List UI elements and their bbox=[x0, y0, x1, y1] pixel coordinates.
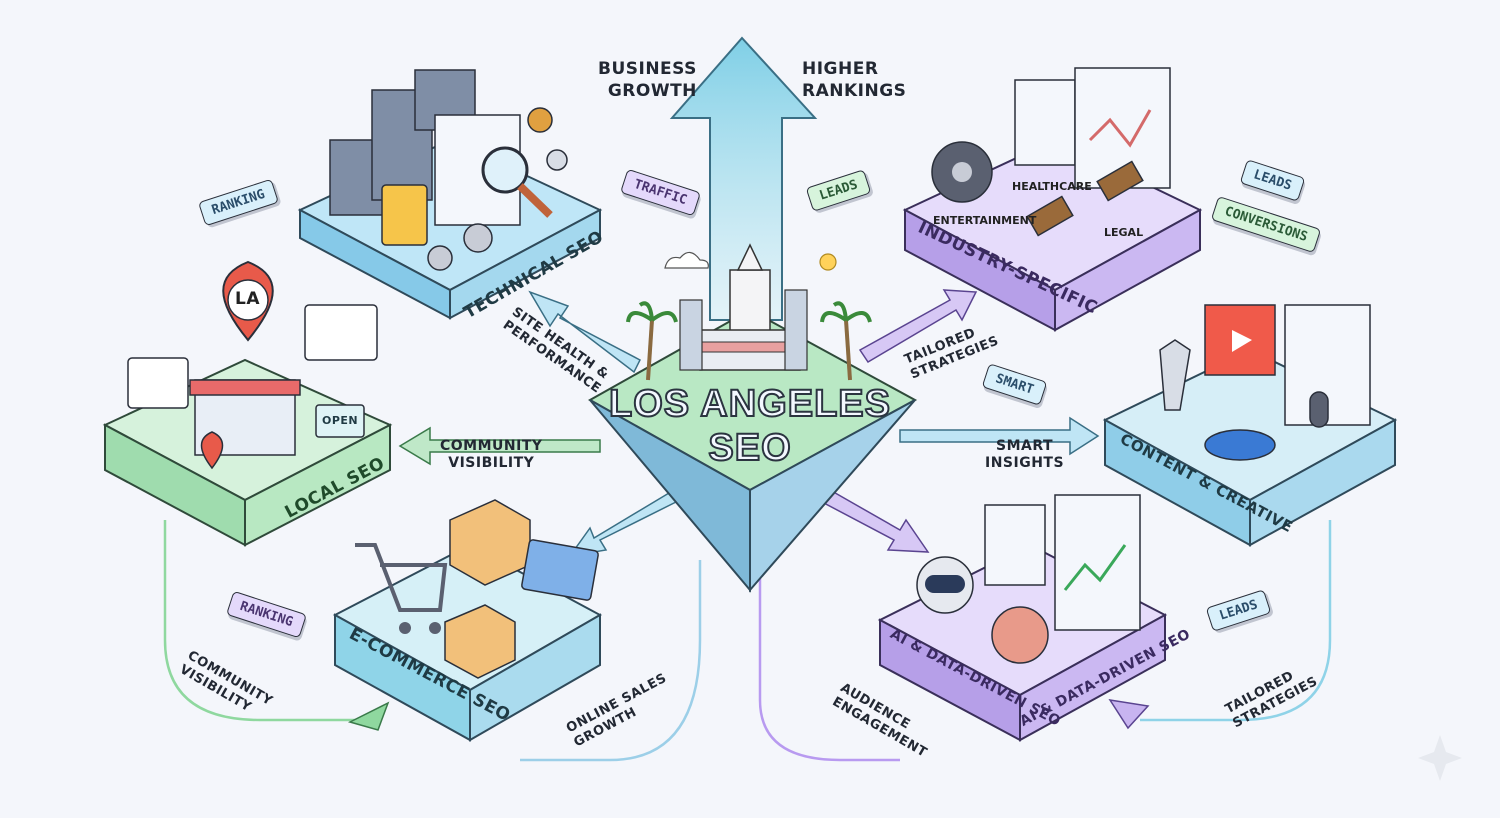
open-sign-text: OPEN bbox=[322, 414, 359, 427]
connector-lines bbox=[163, 520, 1332, 762]
center-title-line1: LOS ANGELES bbox=[608, 382, 891, 426]
la-pin-text: LA bbox=[235, 289, 260, 309]
center-title-line2: SEO bbox=[707, 426, 792, 470]
smart-insights-label: SMART INSIGHTS bbox=[985, 438, 1065, 471]
community-visibility-center-label: COMMUNITY VISIBILITY bbox=[440, 438, 543, 471]
sparkle-icon bbox=[1418, 735, 1462, 781]
technical-seo-platform bbox=[297, 69, 603, 320]
ai-data-platform bbox=[877, 494, 1168, 742]
arrowhead-ai bbox=[1108, 698, 1150, 730]
higher-rankings-label: HIGHER RANKINGS bbox=[802, 59, 907, 101]
local-seo-platform bbox=[102, 260, 393, 547]
center-title: LOS ANGELES SEO bbox=[600, 382, 900, 470]
arrowhead-ecommerce bbox=[347, 701, 390, 731]
content-creative-platform bbox=[1102, 304, 1398, 547]
legal-label: LEGAL bbox=[1104, 226, 1144, 239]
radial-arrows bbox=[398, 289, 1100, 558]
industry-specific-platform bbox=[902, 67, 1203, 332]
business-growth-label: BUSINESS GROWTH bbox=[598, 59, 697, 101]
ecommerce-seo-platform bbox=[332, 499, 603, 742]
central-island bbox=[587, 243, 918, 593]
entertainment-label: ENTERTAINMENT bbox=[933, 214, 1037, 227]
healthcare-label: HEALTHCARE bbox=[1012, 180, 1092, 193]
